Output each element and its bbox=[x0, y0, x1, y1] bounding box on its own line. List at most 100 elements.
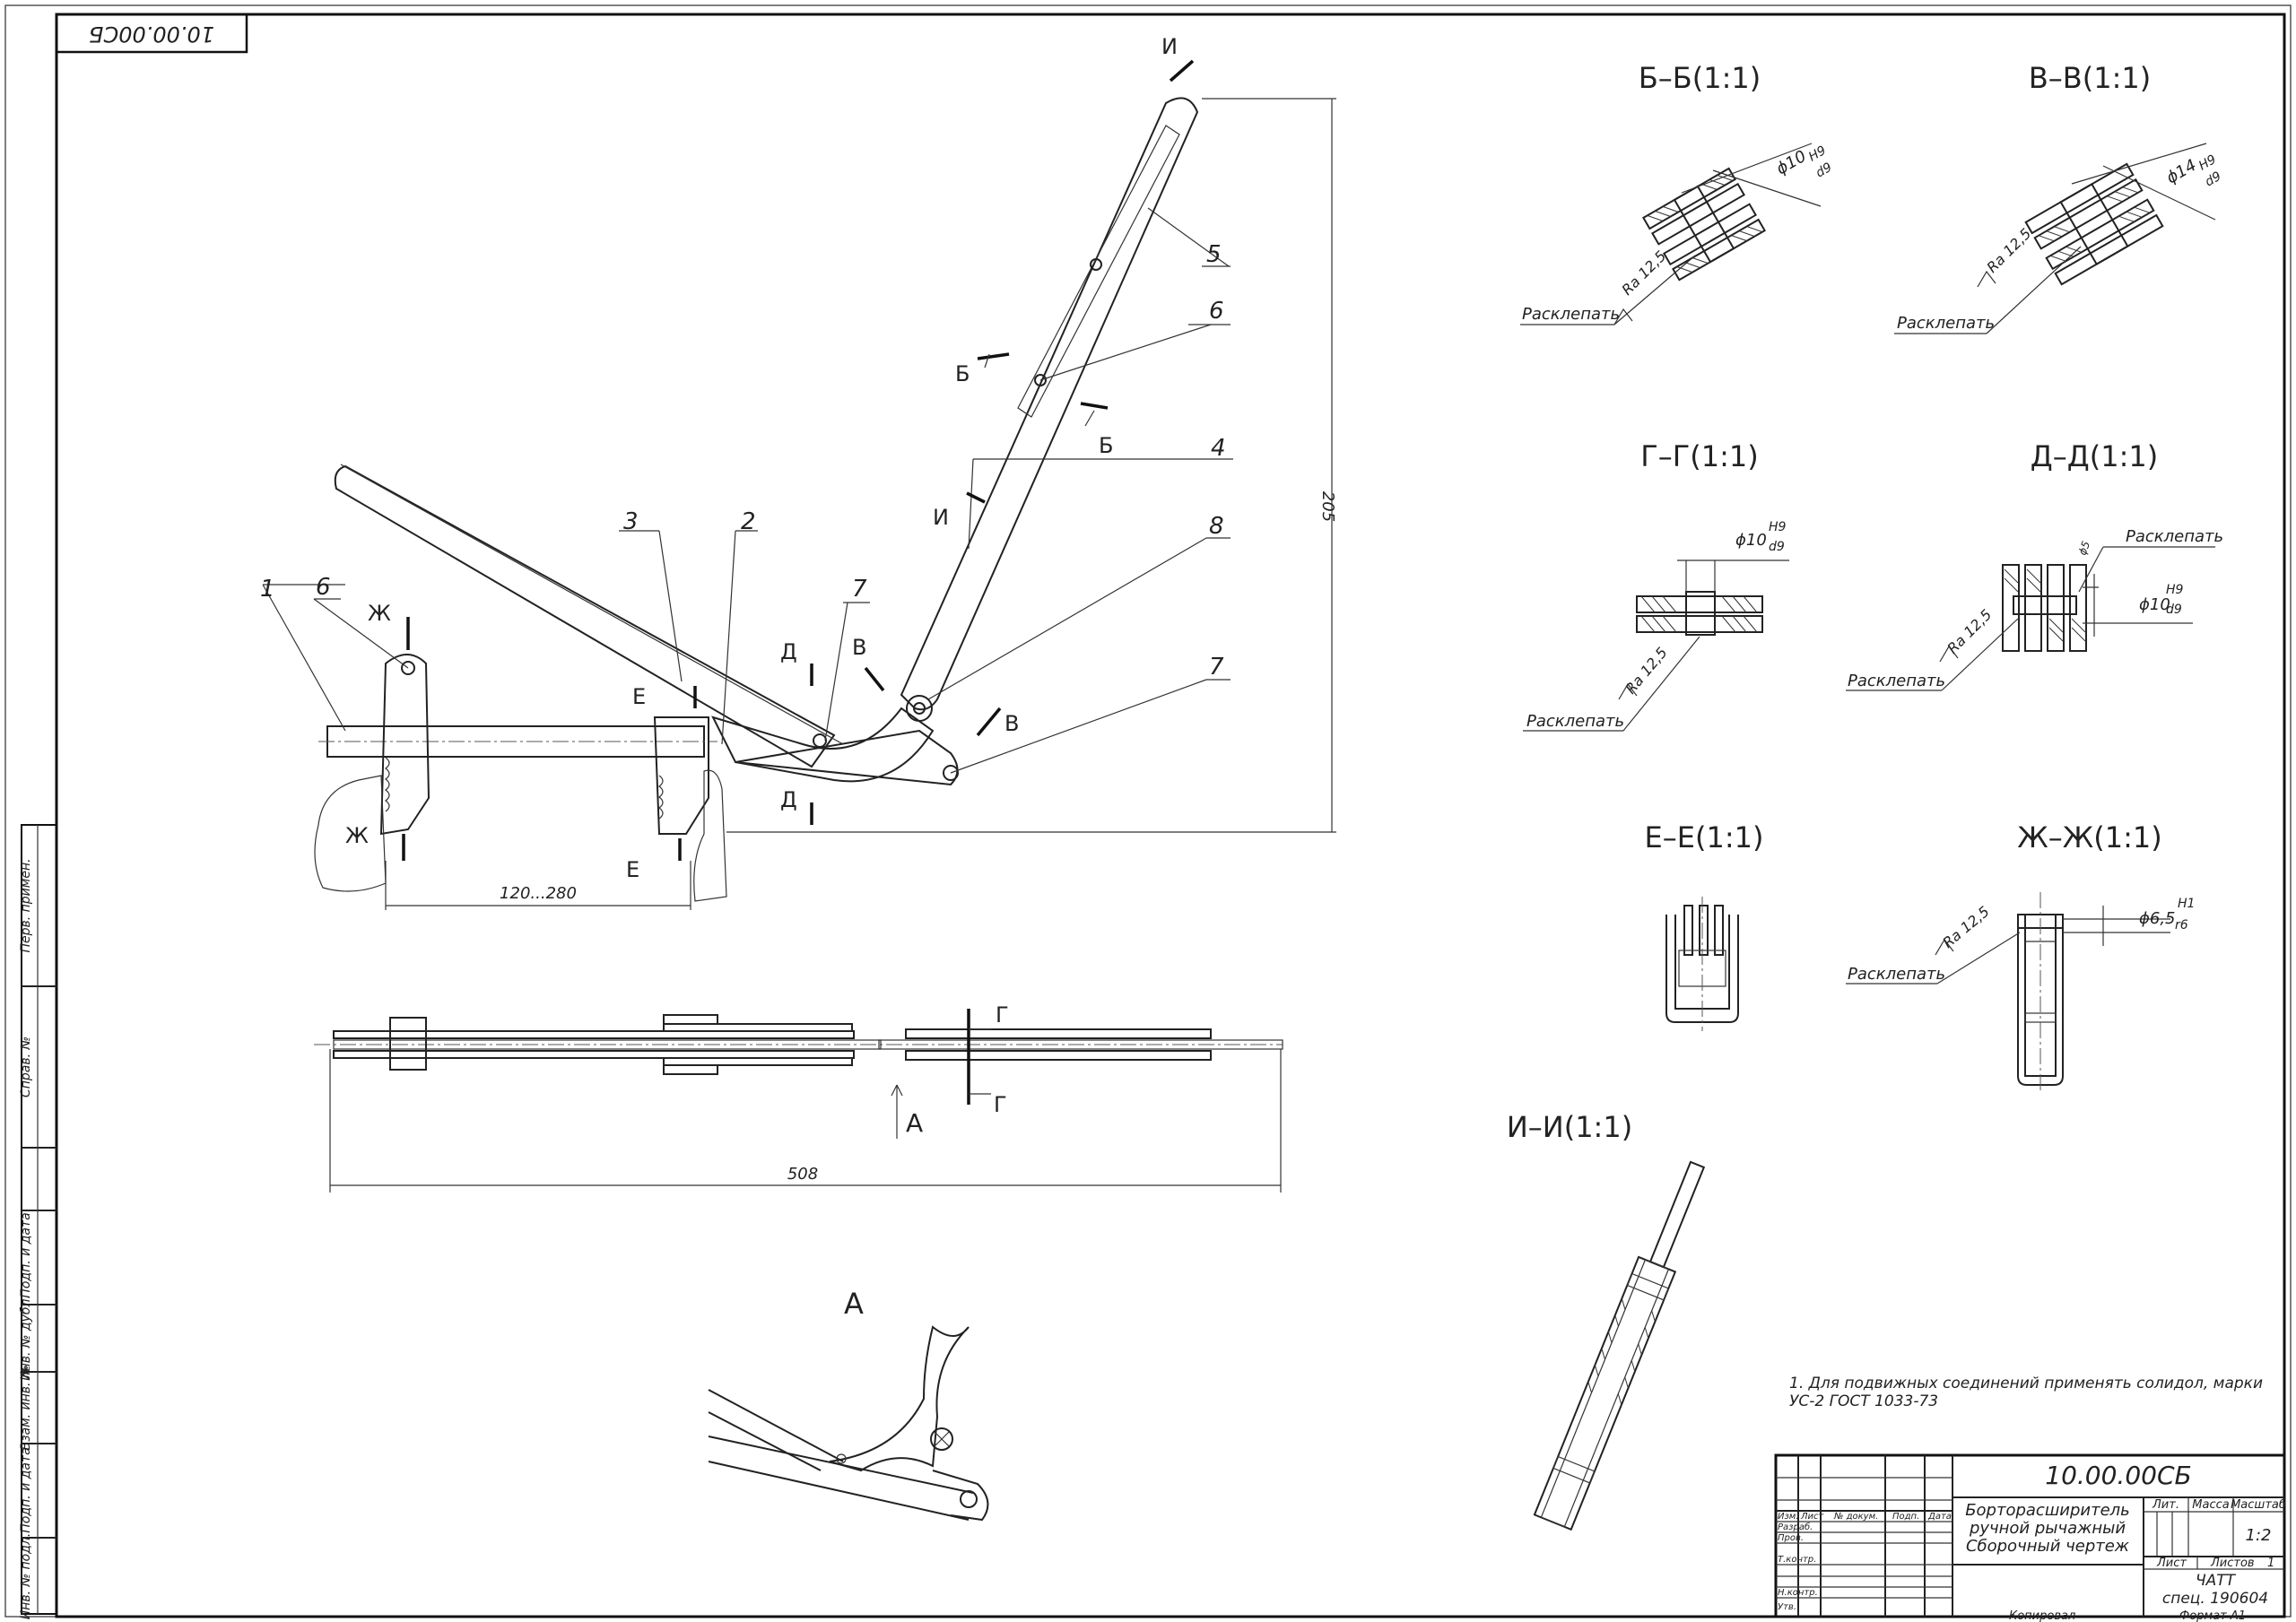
svg-text:Утв.: Утв. bbox=[1778, 1602, 1796, 1612]
side-stamp: Перв. примен. Справ. № Подп. и дата Инв.… bbox=[19, 824, 57, 1620]
side-stamp-label: Подп. и дата bbox=[19, 1212, 33, 1297]
svg-text:Б: Б bbox=[955, 361, 970, 386]
svg-text:Изм.: Изм. bbox=[1778, 1512, 1799, 1522]
note-label: Расклепать bbox=[1526, 712, 1624, 731]
part-label: 5 bbox=[1206, 241, 1222, 268]
note-label: Расклепать bbox=[1848, 672, 1945, 690]
dim-width-span: 120...280 bbox=[500, 884, 577, 903]
side-stamp-label: Инв. № дубл. bbox=[19, 1295, 33, 1381]
side-stamp-label: Инв. № подл. bbox=[19, 1533, 33, 1620]
title-block: 10.00.00СБ Борторасширитель ручной рычаж… bbox=[1774, 1453, 2286, 1618]
section-title: И–И(1:1) bbox=[1507, 1110, 1632, 1144]
note-label: Расклепать bbox=[1897, 314, 1995, 333]
svg-text:Пров.: Пров. bbox=[1778, 1533, 1804, 1543]
svg-text:d9: d9 bbox=[2203, 169, 2223, 190]
part-label: 4 bbox=[1211, 435, 1226, 462]
section-g-g: Г–Г(1:1) ϕ10 H9 d9 Расклепать Ra 12,5 bbox=[1523, 439, 1789, 732]
section-title: Е–Е(1:1) bbox=[1645, 820, 1764, 854]
svg-text:Б: Б bbox=[1099, 433, 1113, 458]
fit-label: ϕ6,5 bbox=[2139, 909, 2176, 928]
title-line: Борторасширитель bbox=[1965, 1501, 2130, 1520]
left-clamp bbox=[379, 654, 430, 836]
svg-text:Г: Г bbox=[994, 1092, 1007, 1117]
svg-text:Н.контр.: Н.контр. bbox=[1778, 1588, 1818, 1598]
side-stamp-label: Справ. № bbox=[19, 1037, 33, 1097]
note-label: Расклепать bbox=[1848, 965, 1945, 984]
part-label: 7 bbox=[852, 576, 867, 603]
stamp-code: 10.00.00СБ bbox=[2045, 1461, 2191, 1490]
section-title: Б–Б(1:1) bbox=[1639, 61, 1761, 95]
part-label: 7 bbox=[1209, 654, 1224, 681]
section-zh-zh: Ж–Ж(1:1) ϕ6,5 H1 r6 Расклепать Ra 12,5 bbox=[1846, 820, 2195, 1094]
stamp-scale: 1:2 bbox=[2246, 1526, 2272, 1545]
handle-part-4 bbox=[900, 97, 1199, 711]
svg-text:Лист: Лист bbox=[2156, 1557, 2187, 1570]
svg-text:Е: Е bbox=[632, 684, 646, 709]
svg-text:d9: d9 bbox=[2166, 603, 2182, 617]
note-label: Расклепать bbox=[1522, 305, 1620, 324]
inner-frame bbox=[55, 13, 2286, 1618]
svg-text:Д: Д bbox=[780, 787, 797, 812]
svg-text:d9: d9 bbox=[1813, 160, 1834, 181]
part-label: 8 bbox=[1209, 513, 1224, 540]
svg-text:Листов: Листов bbox=[2210, 1557, 2255, 1570]
side-stamp-label: Взам. инв. № bbox=[19, 1365, 33, 1450]
svg-text:Т.контр.: Т.контр. bbox=[1778, 1555, 1816, 1565]
view-a: А bbox=[708, 1287, 989, 1522]
org-line: спец. 190604 bbox=[2162, 1590, 2268, 1608]
note-label: Расклепать bbox=[2126, 527, 2223, 546]
svg-text:Разраб.: Разраб. bbox=[1778, 1522, 1813, 1532]
part-label: 6 bbox=[1209, 298, 1224, 325]
title-line: ручной рычажный bbox=[1969, 1519, 2126, 1538]
fit-label: ϕ10 bbox=[2139, 595, 2170, 614]
svg-text:Ж: Ж bbox=[345, 823, 369, 848]
svg-text:Подп.: Подп. bbox=[1892, 1512, 1919, 1522]
part-label: 1 bbox=[260, 576, 275, 603]
svg-text:№ докум.: № докум. bbox=[1833, 1512, 1878, 1522]
fit-label: ϕ10 bbox=[1773, 147, 1810, 179]
svg-text:Масса: Масса bbox=[2192, 1498, 2229, 1512]
svg-text:Ra 12,5: Ra 12,5 bbox=[1939, 903, 1992, 951]
svg-text:ϕ5: ϕ5 bbox=[2076, 540, 2092, 557]
part-label: 6 bbox=[316, 574, 331, 601]
middle-clamp bbox=[653, 716, 709, 835]
side-stamp-label: Перв. примен. bbox=[19, 858, 33, 952]
section-title: Ж–Ж(1:1) bbox=[2017, 820, 2161, 854]
fit-label: ϕ10 bbox=[1735, 531, 1767, 550]
part-label: 2 bbox=[741, 508, 756, 535]
lever-part-3 bbox=[334, 464, 836, 768]
svg-text:Д: Д bbox=[780, 639, 797, 664]
section-e-e: Е–Е(1:1) bbox=[1645, 820, 1764, 1031]
svg-text:Ra 12,5: Ra 12,5 bbox=[1618, 247, 1669, 299]
section-marks: И Б Б И В В Д Д Е Е Ж Ж bbox=[345, 34, 1195, 882]
svg-text:Ж: Ж bbox=[368, 601, 391, 626]
top-code-box: 10.00.00СБ bbox=[55, 13, 248, 54]
svg-text:d9: d9 bbox=[1769, 540, 1785, 554]
svg-text:H9: H9 bbox=[2166, 583, 2184, 597]
title-line: Сборочный чертеж bbox=[1966, 1537, 2130, 1556]
section-title: Г–Г(1:1) bbox=[1640, 439, 1759, 473]
svg-text:H1: H1 bbox=[2178, 897, 2195, 911]
side-stamp-label: Подп. и дата bbox=[19, 1447, 33, 1532]
svg-text:Ra 12,5: Ra 12,5 bbox=[1983, 225, 2034, 276]
section-title: В–В(1:1) bbox=[2029, 61, 2151, 95]
top-view: Г Г А 508 bbox=[314, 1002, 1283, 1193]
section-b-b: Б–Б(1:1) ϕ10 H9 d9 Расклепать Ra 12,5 bbox=[1520, 61, 1834, 325]
top-code-text: 10.00.00СБ bbox=[89, 22, 214, 47]
svg-text:Ra 12,5: Ra 12,5 bbox=[1622, 644, 1671, 697]
svg-text:Г: Г bbox=[996, 1002, 1009, 1028]
connector-part-2 bbox=[711, 707, 935, 783]
section-d-d: Д–Д(1:1) ϕ10 H9 d9 ϕ5 Расклепать Расклеп… bbox=[1846, 439, 2223, 691]
section-title: Д–Д(1:1) bbox=[2031, 439, 2158, 473]
format-label: Формат А1 bbox=[2179, 1609, 2246, 1622]
org-line: ЧАТТ bbox=[2196, 1572, 2237, 1590]
fit-label: ϕ14 bbox=[2163, 156, 2200, 188]
svg-text:Е: Е bbox=[626, 857, 639, 882]
dim-height: 205 bbox=[1318, 491, 1337, 522]
svg-text:И: И bbox=[933, 505, 949, 530]
svg-text:Дата: Дата bbox=[1927, 1512, 1952, 1522]
section-i-i: И–И(1:1) bbox=[1507, 1110, 1706, 1531]
svg-text:И: И bbox=[1161, 34, 1178, 59]
svg-text:В: В bbox=[1004, 711, 1019, 736]
